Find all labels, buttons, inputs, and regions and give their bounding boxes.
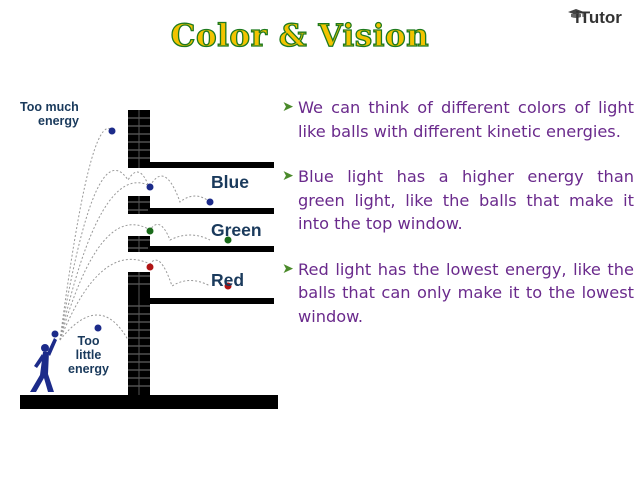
- trajectories: [59, 127, 211, 341]
- bullet-text: We can think of different colors of ligh…: [298, 98, 634, 141]
- ball-too-little: [94, 324, 102, 332]
- brick-lines: [128, 110, 150, 395]
- diagram-drawing: [20, 110, 278, 409]
- ball-green-window: [224, 236, 232, 244]
- ball-too-much: [108, 127, 116, 135]
- arrow-bullet-icon: ➤: [282, 260, 294, 277]
- ball-green: [146, 227, 154, 235]
- bullet-item: ➤Blue light has a higher energy than gre…: [282, 165, 634, 236]
- arrow-bullet-icon: ➤: [282, 168, 294, 184]
- shelves: [148, 162, 274, 304]
- too-little-energy-label: Too little energy: [68, 334, 109, 376]
- page-title: Color & Vision: [170, 17, 430, 54]
- ball-blue: [146, 183, 154, 191]
- brand-logo: iTutor: [575, 8, 622, 27]
- ball-red-window: [224, 282, 232, 290]
- blue-label: Blue: [211, 172, 249, 192]
- bullet-item: ➤Red light has the lowest energy, like t…: [282, 258, 634, 329]
- bullet-text: Blue light has a higher energy than gree…: [298, 167, 634, 233]
- green-label: Green: [211, 220, 262, 240]
- thrower-figure: [30, 338, 57, 392]
- bullet-item: ➤We can think of different colors of lig…: [282, 96, 634, 143]
- red-label: Red: [211, 270, 245, 290]
- ball-thrower: [51, 330, 59, 338]
- too-much-energy-label: Too much energy: [20, 100, 79, 128]
- bullet-list: ➤We can think of different colors of lig…: [282, 96, 634, 350]
- energy-diagram: Too much energy Blue Green Red Too littl…: [0, 90, 282, 420]
- ball-red: [146, 263, 154, 271]
- graduation-cap-icon: [568, 9, 584, 18]
- bullet-text: Red light has the lowest energy, like th…: [298, 259, 634, 326]
- balls: [51, 127, 232, 338]
- arrow-bullet-icon: ➤: [282, 99, 294, 115]
- ball-blue-window: [206, 198, 214, 206]
